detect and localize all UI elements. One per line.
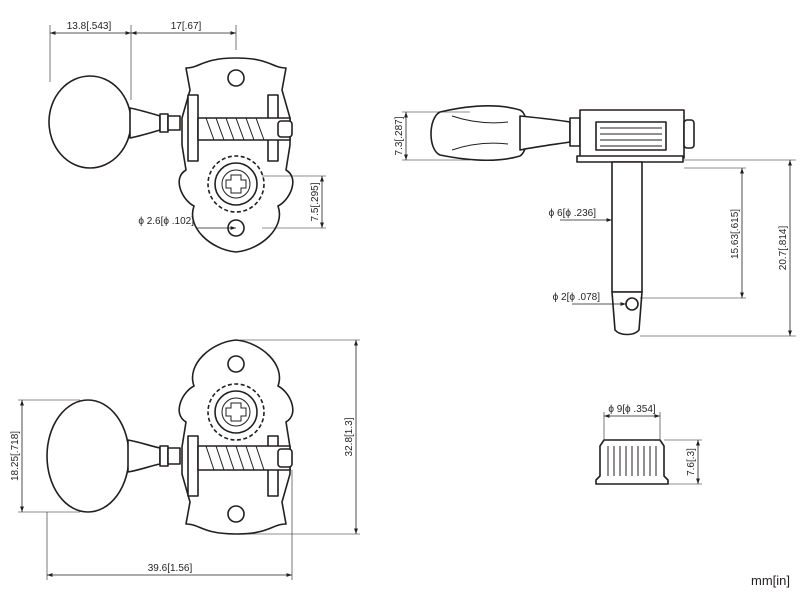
side-gear-box (595, 121, 667, 151)
bottom-top-hole (227, 355, 245, 373)
screw-head-icon (225, 174, 247, 194)
shaft-ring (167, 115, 181, 131)
units-label: mm[in] (751, 573, 790, 588)
dim-post-diameter: ϕ 6[ϕ .236] (549, 208, 597, 219)
button-knob (48, 75, 132, 169)
bottom-shaft-end (277, 448, 293, 468)
dim-bushing-height: 7.6[.3] (686, 448, 697, 476)
top-mount-hole (227, 69, 245, 87)
bottom-knob-neck (127, 439, 161, 473)
dim-string-hole-diameter: ϕ 2[ϕ .078] (553, 292, 601, 303)
side-view: 7.3[.287] ϕ 6[ϕ .236] ϕ 2[ϕ .078] 15.63[… (394, 104, 796, 337)
bottom-bottom-hole (227, 505, 245, 523)
dim-post-length: 15.63[.615] (730, 209, 741, 259)
dim-bushing-diameter: ϕ 9[ϕ .354] (608, 404, 656, 415)
bottom-screw-head-icon (225, 402, 247, 422)
post-tip (611, 291, 643, 336)
side-shaft-end (683, 119, 695, 149)
bottom-gear (207, 383, 265, 441)
knob-neck (129, 107, 161, 139)
dim-knob-thickness: 7.3[.287] (394, 116, 405, 155)
dim-top-center-width: 17[.67] (171, 21, 202, 32)
bottom-bracket-left (187, 435, 199, 497)
bushing-view: ϕ 9[ϕ .354] 7.6[.3] (595, 404, 702, 485)
shaft-collar (159, 113, 169, 133)
dim-overall-length: 39.6[1.56] (148, 563, 193, 574)
string-hole (625, 297, 639, 311)
dim-plate-height: 32.8[1.3] (344, 417, 355, 456)
bottom-shaft-collar (159, 445, 169, 467)
bottom-shaft-ring (167, 447, 181, 465)
worm-shaft (197, 117, 291, 141)
side-neck (519, 115, 571, 151)
side-plate (576, 155, 684, 163)
dim-hole-diameter: ϕ 2.6[ϕ .102] (138, 216, 194, 227)
bushing-knurl (607, 446, 657, 476)
dim-gear-offset: 7.5[.295] (310, 182, 321, 221)
side-collar (569, 117, 581, 147)
knob-contour (451, 115, 509, 151)
top-view: 13.8[.543] 17[.67] ϕ 2.6[ϕ .102] 7.5[.29… (48, 21, 326, 253)
dim-knob-height: 18.25[.718] (10, 431, 21, 481)
side-gear-teeth (600, 127, 662, 147)
bottom-worm-shaft (197, 445, 291, 471)
shaft-end (277, 120, 293, 138)
base-plate (178, 57, 294, 253)
gear (207, 155, 265, 213)
dim-top-left-width: 13.8[.543] (67, 21, 112, 32)
bottom-button-knob (46, 399, 130, 513)
bottom-view: 18.25[.718] 32.8[1.3] 39.6[1.56] (10, 339, 360, 580)
dim-overall-post-length: 20.7[.814] (778, 226, 789, 271)
bottom-worm-threads (205, 445, 265, 471)
worm-bracket-left (187, 94, 199, 162)
knob-profile (430, 104, 529, 162)
string-post (611, 161, 643, 293)
worm-threads (205, 117, 265, 141)
